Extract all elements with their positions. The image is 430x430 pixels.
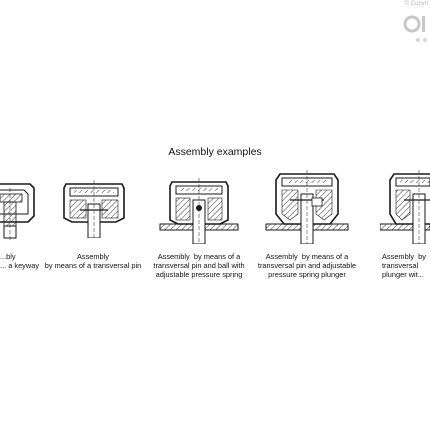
example-keyway-caption: ...bly ... a keyway <box>0 252 40 270</box>
diagram-title: Assembly examples <box>168 146 262 158</box>
example-transversal-pin-drawing <box>60 178 128 238</box>
copyright-text: © Copyri <box>404 1 428 7</box>
example-plunger-cropped-drawing <box>380 168 430 244</box>
example-plunger-cropped-caption: Assembly by transversal plunger wit... <box>382 252 426 279</box>
example-spring-plunger-drawing <box>264 168 350 244</box>
example-ball-spring-drawing <box>156 176 242 244</box>
example-transversal-pin-caption: Assembly by means of a transversal pin <box>44 252 142 270</box>
watermark: © Copyri <box>370 0 430 56</box>
example-keyway-drawing <box>0 170 40 240</box>
example-spring-plunger-caption: Assembly by means of a transversal pin a… <box>257 252 357 279</box>
elesa-logo-icon <box>403 15 427 42</box>
example-ball-spring-caption: Assembly by means of a transversal pin a… <box>153 252 245 279</box>
